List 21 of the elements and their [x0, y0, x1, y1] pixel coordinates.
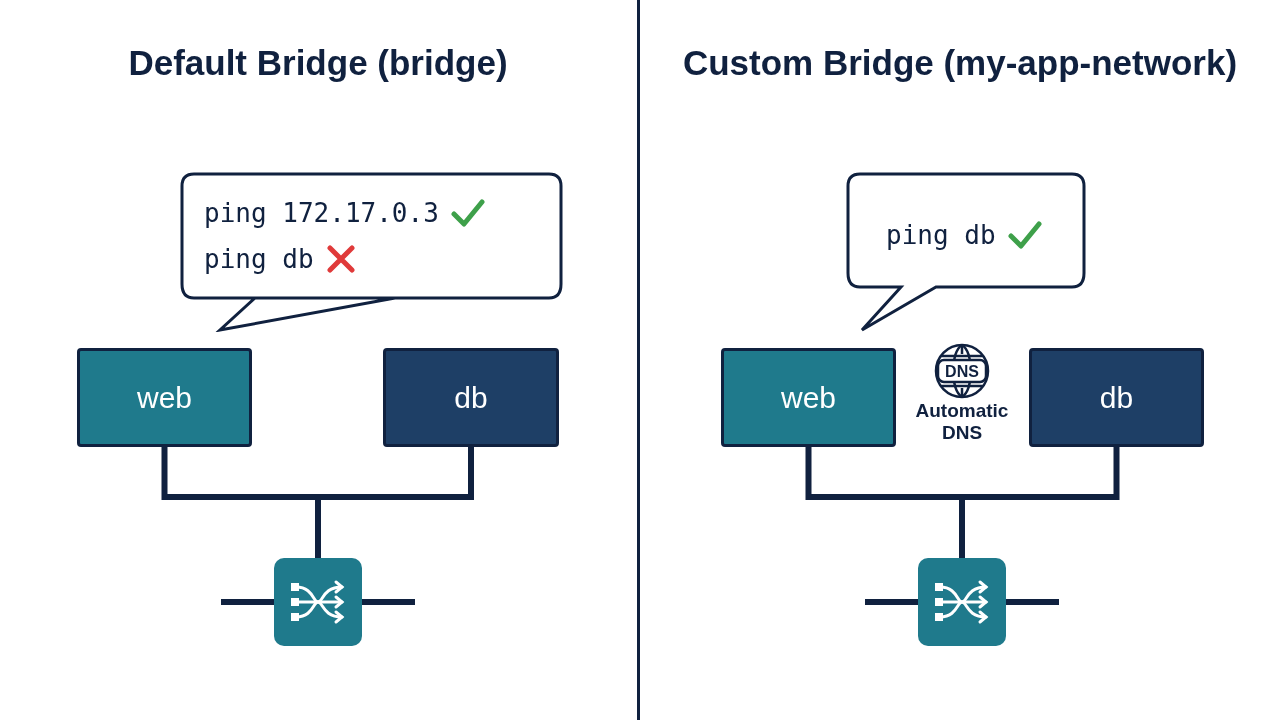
dns-text: DNS [945, 363, 979, 380]
network-switch [274, 558, 362, 646]
network-line [221, 599, 274, 605]
container-box: web [77, 348, 252, 447]
container-box: db [1029, 348, 1204, 447]
command-text: ping db [886, 220, 996, 250]
network-line [865, 599, 918, 605]
connector-line [315, 447, 474, 558]
heading: Default Bridge (bridge) [127, 42, 509, 84]
speech-bubble [180, 172, 563, 332]
heading: Custom Bridge (my-app-network) [681, 42, 1239, 84]
network-switch [918, 558, 1006, 646]
container-box: db [383, 348, 559, 447]
container-box: web [721, 348, 896, 447]
command-text: ping db [204, 244, 314, 274]
speech-bubble [846, 172, 1086, 332]
connector-line [959, 447, 1120, 558]
command-text: ping 172.17.0.3 [204, 198, 439, 228]
dns-label: Automatic DNS [914, 400, 1010, 444]
network-line [1006, 599, 1059, 605]
network-line [362, 599, 415, 605]
